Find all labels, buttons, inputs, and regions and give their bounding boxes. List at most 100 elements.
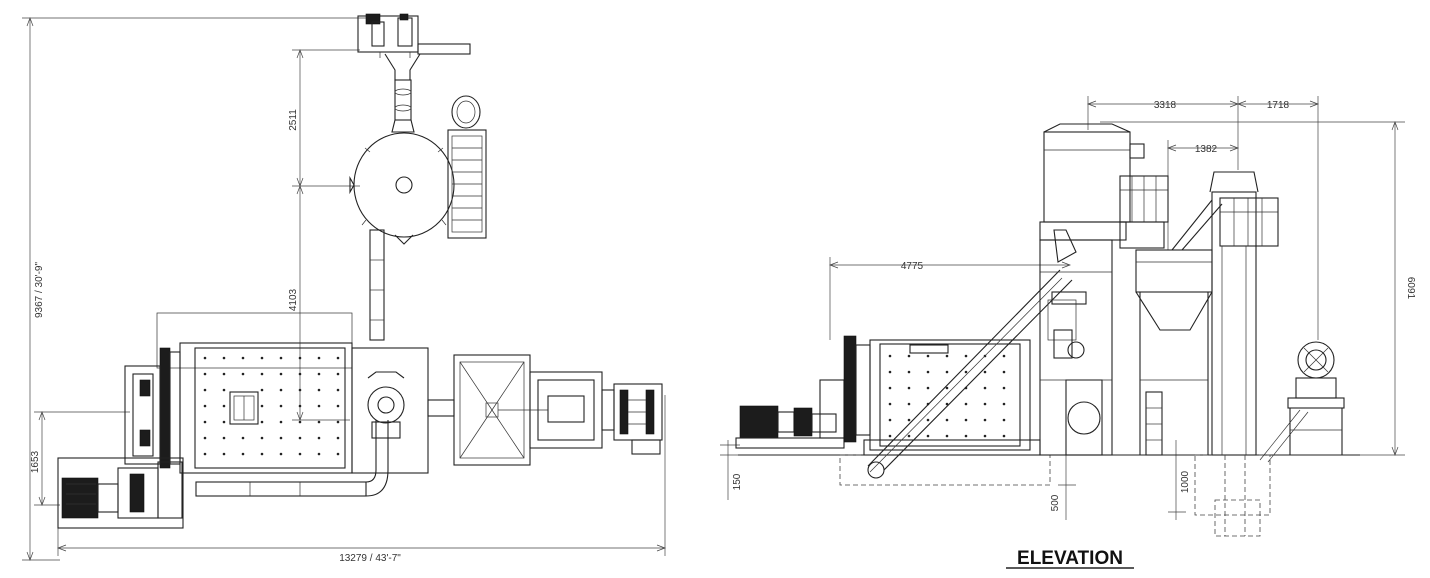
rivet-dot bbox=[298, 452, 302, 456]
rivet-dot bbox=[222, 388, 226, 392]
rivet-dot bbox=[983, 434, 987, 438]
rivet-dot bbox=[888, 386, 892, 390]
rivet-dot bbox=[926, 418, 930, 422]
mill-plan-dots bbox=[203, 356, 340, 456]
rivet-dot bbox=[279, 372, 283, 376]
rivet-dot bbox=[945, 354, 949, 358]
rivet-dot bbox=[203, 388, 207, 392]
elevator-pit bbox=[1214, 455, 1261, 537]
drive-motor-elev bbox=[735, 379, 845, 449]
rivet-dot bbox=[317, 388, 321, 392]
rivet-dot bbox=[907, 434, 911, 438]
rivet-dot bbox=[317, 404, 321, 408]
dim-overall-width-label: 13279 / 43'-7" bbox=[339, 553, 401, 564]
pit-outline bbox=[1194, 454, 1271, 516]
cone-hopper-elev bbox=[1135, 249, 1213, 456]
girth-gear-plan bbox=[124, 347, 181, 469]
rivet-dot bbox=[983, 418, 987, 422]
rivet-dot bbox=[260, 372, 264, 376]
rivet-dot bbox=[983, 386, 987, 390]
rivet-dot bbox=[926, 434, 930, 438]
rivet-dot bbox=[317, 436, 321, 440]
rivet-dot bbox=[260, 436, 264, 440]
rivet-dot bbox=[907, 402, 911, 406]
elevation-view: 3318 1718 1382 4775 6091 bbox=[720, 96, 1416, 569]
dim-length-label: 4775 bbox=[901, 261, 924, 272]
rivet-dot bbox=[336, 356, 340, 360]
rivet-dot bbox=[279, 356, 283, 360]
rivet-dot bbox=[260, 452, 264, 456]
rivet-dot bbox=[964, 402, 968, 406]
rivet-dot bbox=[945, 434, 949, 438]
dim-left-lower-label: 1653 bbox=[30, 450, 41, 473]
rivet-dot bbox=[1002, 354, 1006, 358]
rivet-dot bbox=[888, 402, 892, 406]
dim-height: 6091 bbox=[1100, 121, 1416, 456]
dim-overall-height-label: 9367 / 30'-9" bbox=[34, 262, 45, 319]
dim-left-lower: 1653 bbox=[30, 411, 130, 506]
ball-mill-elev bbox=[843, 335, 1041, 456]
rivet-dot bbox=[907, 386, 911, 390]
rivet-dot bbox=[336, 420, 340, 424]
rivet-dot bbox=[203, 436, 207, 440]
rivet-dot bbox=[279, 404, 283, 408]
rivet-dot bbox=[203, 420, 207, 424]
rivet-dot bbox=[260, 356, 264, 360]
rivet-dot bbox=[888, 354, 892, 358]
dim-pit-b: 1000 bbox=[1168, 440, 1191, 520]
rivet-dot bbox=[222, 356, 226, 360]
dim-pit-a-label: 500 bbox=[1050, 494, 1061, 511]
classifier-tower bbox=[1039, 229, 1113, 456]
rivet-dot bbox=[1002, 434, 1006, 438]
dim-top: 3318 1718 bbox=[1087, 96, 1319, 340]
rivet-dot bbox=[336, 372, 340, 376]
rivet-dot bbox=[203, 372, 207, 376]
rivet-dot bbox=[203, 356, 207, 360]
duct-upper bbox=[391, 79, 415, 133]
platform-railing bbox=[1119, 175, 1169, 249]
rivet-dot bbox=[317, 372, 321, 376]
dim-top-b-label: 1718 bbox=[1267, 100, 1290, 111]
rivet-dot bbox=[279, 452, 283, 456]
feed-link bbox=[427, 399, 455, 417]
chute-elev bbox=[1171, 199, 1223, 251]
rivet-dot bbox=[241, 452, 245, 456]
inclined-conveyor bbox=[867, 269, 1073, 479]
rivet-dot bbox=[336, 388, 340, 392]
rivet-dot bbox=[983, 370, 987, 374]
rivet-dot bbox=[888, 370, 892, 374]
rivet-dot bbox=[298, 404, 302, 408]
rivet-dot bbox=[241, 372, 245, 376]
rivet-dot bbox=[279, 388, 283, 392]
rivet-dot bbox=[964, 418, 968, 422]
dim-overall-width: 13279 / 43'-7" bbox=[57, 395, 666, 564]
rivet-dot bbox=[298, 420, 302, 424]
rivet-dot bbox=[279, 436, 283, 440]
rivet-dot bbox=[222, 420, 226, 424]
rivet-dot bbox=[298, 388, 302, 392]
rivet-dot bbox=[945, 402, 949, 406]
rivet-dot bbox=[298, 356, 302, 360]
rivet-dot bbox=[222, 436, 226, 440]
return-duct-plan bbox=[195, 420, 389, 497]
rivet-dot bbox=[1002, 402, 1006, 406]
rivet-dot bbox=[945, 386, 949, 390]
rivet-dot bbox=[1002, 418, 1006, 422]
rivet-dot bbox=[926, 370, 930, 374]
dim-top-a-label: 3318 bbox=[1154, 100, 1177, 111]
rivet-dot bbox=[222, 372, 226, 376]
rivet-dot bbox=[1002, 370, 1006, 374]
rivet-dot bbox=[964, 354, 968, 358]
duct-lower bbox=[369, 229, 385, 341]
dim-pit-a: 500 bbox=[1050, 440, 1076, 520]
mill-frame-outline bbox=[156, 312, 353, 369]
rivet-dot bbox=[279, 420, 283, 424]
separator-motor bbox=[447, 95, 487, 239]
separator-plan bbox=[349, 132, 455, 245]
dim-pit-b-label: 1000 bbox=[1180, 470, 1191, 493]
rivet-dot bbox=[241, 356, 245, 360]
rivet-dot bbox=[260, 420, 264, 424]
elevation-title: ELEVATION bbox=[1017, 548, 1123, 569]
rivet-dot bbox=[926, 386, 930, 390]
mill-elev-dots bbox=[888, 354, 1006, 438]
